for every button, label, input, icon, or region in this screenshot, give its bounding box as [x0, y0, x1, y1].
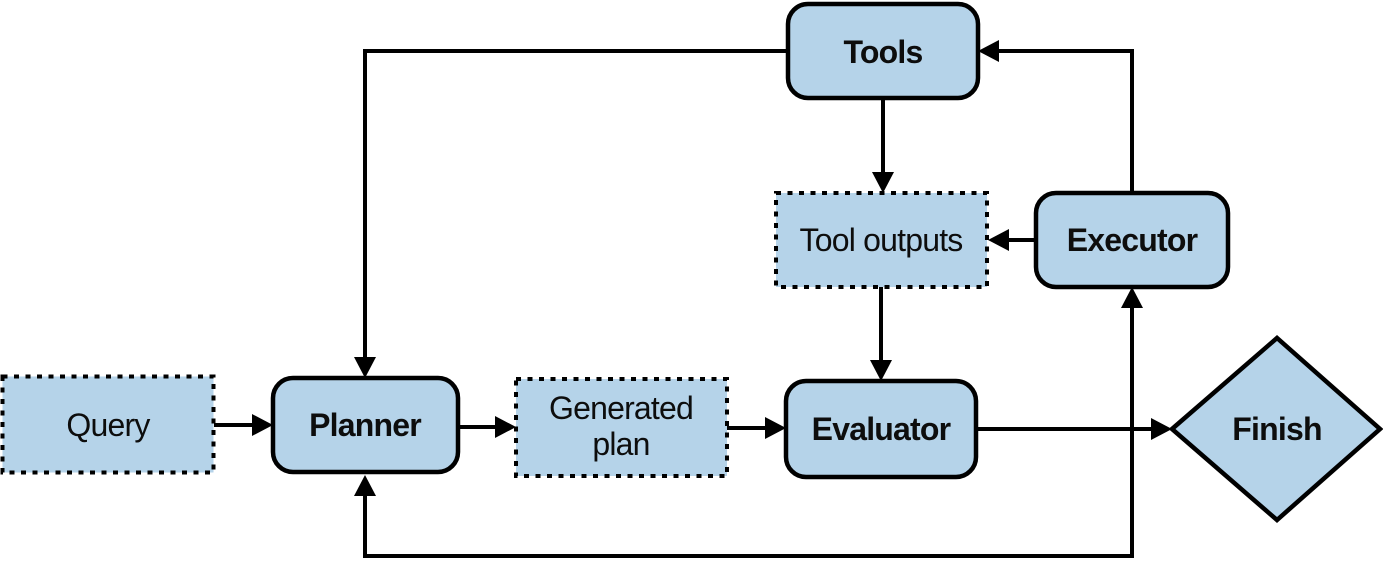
planner-box	[270, 375, 461, 475]
arrowhead-into-evaluator-left	[765, 417, 786, 439]
node-executor: Executor	[1033, 190, 1231, 290]
tool-outputs-box	[774, 191, 989, 289]
arrowhead-into-evaluator-top	[870, 360, 892, 381]
arrowhead-into-tools-right	[978, 40, 999, 62]
edge-executor-to-tools	[999, 49, 1134, 193]
evaluator-box	[783, 378, 979, 480]
planner-label: Planner	[309, 407, 421, 443]
tools-label: Tools	[844, 34, 923, 70]
edge-evaluator-branch-to-executor-and-planner	[363, 308, 1134, 558]
node-tool-outputs: Tool outputs	[774, 191, 989, 289]
tool-outputs-label: Tool outputs	[800, 222, 963, 258]
generated-plan-label-line2: plan	[592, 426, 649, 462]
query-box	[0, 374, 216, 475]
arrowhead-into-finish-left	[1151, 418, 1172, 440]
arrowhead-into-planner-bottom	[354, 475, 376, 496]
query-label: Query	[66, 407, 150, 443]
arrowhead-into-planner-top	[354, 357, 376, 378]
node-tools: Tools	[785, 1, 981, 101]
evaluator-label: Evaluator	[812, 411, 951, 447]
node-planner: Planner	[270, 375, 461, 475]
finish-diamond	[1168, 335, 1383, 523]
arrowhead-into-generated-plan-left	[495, 416, 516, 438]
node-query: Query	[0, 374, 216, 475]
node-generated-plan: Generated plan	[514, 377, 729, 478]
tools-box	[785, 1, 981, 101]
edge-tools-to-planner	[363, 49, 788, 357]
generated-plan-label-line1: Generated	[549, 390, 693, 426]
arrowhead-into-tool-outputs-top	[872, 172, 894, 193]
node-evaluator: Evaluator	[783, 378, 979, 480]
executor-label: Executor	[1067, 222, 1198, 258]
arrowhead-into-tool-outputs-right	[988, 229, 1009, 251]
arrowhead-into-executor-bottom	[1121, 287, 1143, 308]
arrowhead-into-planner-left	[252, 414, 273, 436]
generated-plan-box	[514, 377, 729, 478]
node-finish: Finish	[1168, 335, 1383, 523]
finish-label: Finish	[1232, 411, 1321, 447]
executor-box	[1033, 190, 1231, 290]
